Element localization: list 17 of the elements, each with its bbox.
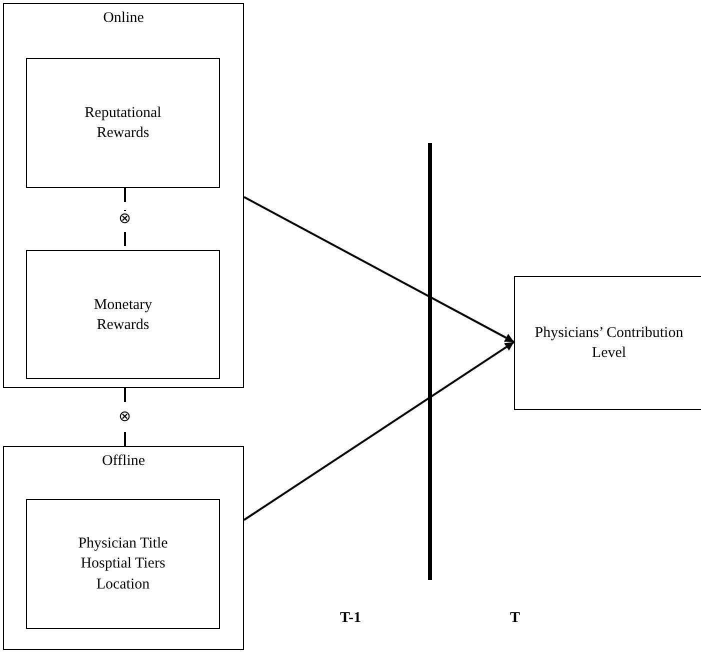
node-label: Reputational Rewards: [84, 104, 162, 143]
group-box: [3, 446, 244, 650]
group-title: Offline: [100, 452, 146, 471]
time-label: T-1: [340, 610, 362, 627]
group-box: [3, 3, 244, 388]
time-label: T: [510, 610, 520, 627]
concept-box: [26, 58, 220, 188]
arrow: [243, 341, 515, 521]
group-title: Online: [102, 9, 145, 28]
node-label: Physicians’ Contribution Level: [534, 324, 684, 363]
concept-box: [26, 499, 220, 629]
edge-label: ⊗: [118, 408, 132, 426]
arrow: [244, 196, 514, 343]
node-label: Monetary Rewards: [92, 295, 154, 334]
concept-box: [514, 276, 701, 410]
concept-box: [26, 250, 220, 379]
node-label: Physician Title Hosptial Tiers Location: [77, 534, 169, 594]
